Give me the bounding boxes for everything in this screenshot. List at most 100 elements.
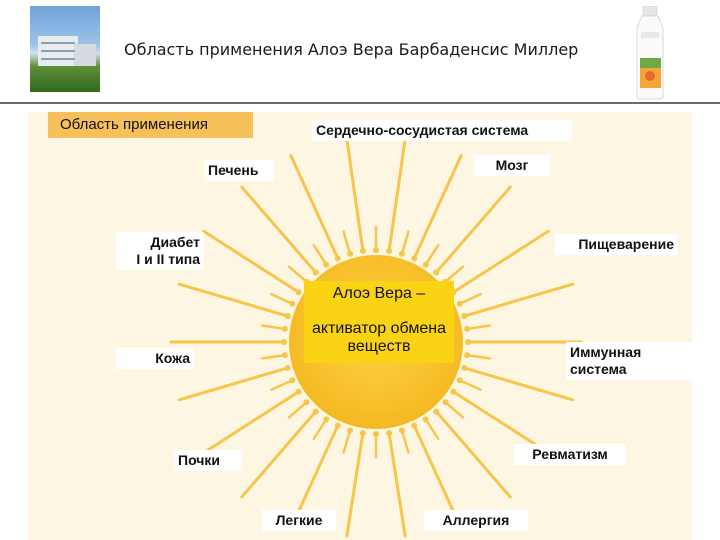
sun-ray-dot (334, 255, 341, 262)
window-row (41, 50, 75, 52)
page-title: Область применения Алоэ Вера Барбаденсис… (124, 40, 579, 59)
sun-ray-dot (464, 325, 471, 332)
sun-ray (424, 244, 440, 266)
sun-ray (270, 292, 294, 306)
sun-ray-dot (334, 422, 341, 429)
header: Область применения Алоэ Вера Барбаденсис… (0, 0, 720, 104)
sun-ray-dot (289, 377, 296, 384)
sun-ray-dot (347, 250, 354, 257)
sun-ray-dot (281, 325, 288, 332)
label-brain: Мозг (474, 155, 550, 176)
sun-ray (202, 229, 301, 294)
sun-ray-dot (284, 313, 291, 320)
sun-ray-dot (464, 352, 471, 359)
sun-ray-dot (386, 430, 393, 437)
building-photo (30, 6, 100, 92)
sun-ray (287, 265, 308, 284)
label-rheumatism: Ревматизм (514, 444, 626, 465)
sun-ray (400, 429, 410, 454)
sun-ray (387, 431, 407, 538)
sun-ray-dot (433, 408, 440, 415)
label-immune-system: Иммунная система (566, 342, 692, 380)
sun-ray (434, 185, 512, 274)
sun-ray (462, 282, 575, 318)
sun-ray-dot (461, 364, 468, 371)
sun-ray-dot (456, 377, 463, 384)
sun-ray (312, 418, 328, 440)
sun-ray (345, 137, 365, 253)
label-lungs: Легкие (262, 510, 336, 531)
sun-ray-dot (289, 300, 296, 307)
sun-ray-dot (422, 261, 429, 268)
sun-ray (312, 244, 328, 266)
label-diabetes: Диабет I и II типа (116, 232, 204, 270)
sun-ray (451, 390, 550, 455)
sun-ray (270, 378, 294, 392)
window-row (41, 42, 75, 44)
sun-ray (345, 431, 365, 538)
sun-ray-dot (295, 388, 302, 395)
sun-ray-dot (386, 247, 393, 254)
sun-ray-dot (359, 247, 366, 254)
sun-ray (289, 154, 340, 260)
center-title: Алоэ Вера – (332, 285, 426, 302)
sun-ray-dot (411, 255, 418, 262)
sun-ray (202, 390, 301, 455)
sun-ray-dot (323, 416, 330, 423)
label-digestion: Пищеварение (555, 234, 678, 255)
building-shape (74, 44, 96, 66)
sun-ray (465, 324, 492, 331)
sun-ray-dot (465, 339, 471, 345)
sun-ray (462, 366, 575, 402)
sun-ray (444, 400, 465, 419)
label-skin: Кожа (116, 348, 194, 369)
header-divider (0, 102, 720, 104)
center-label-box (304, 281, 454, 363)
sun-ray (240, 410, 318, 499)
sun-ray (458, 292, 482, 306)
sun-ray-dot (281, 339, 287, 345)
sun-ray-dot (461, 313, 468, 320)
sun-ray-dot (284, 364, 291, 371)
sun-ray-dot (312, 408, 319, 415)
sun-ray-dot (398, 427, 405, 434)
sun-ray (451, 229, 550, 294)
sun-ray (465, 353, 492, 360)
sun-ray (287, 400, 308, 419)
sun-ray (342, 230, 352, 255)
sun-ray-dot (433, 269, 440, 276)
sun-ray-dot (295, 289, 302, 296)
sun-ray (342, 429, 352, 454)
sun-ray-dot (422, 416, 429, 423)
section-tag: Область применения (48, 112, 253, 138)
sun-ray-dot (312, 269, 319, 276)
sun-ray (444, 265, 465, 284)
sun-ray (424, 418, 440, 440)
center-subtitle: активатор обмена веществ (312, 320, 446, 355)
sun-ray-dot (456, 300, 463, 307)
sun-ray-dot (359, 430, 366, 437)
sun-ray (177, 282, 290, 318)
sun-ray-dot (323, 261, 330, 268)
sun-ray (177, 366, 290, 402)
sun-ray-dot (398, 250, 405, 257)
bottle-image (636, 6, 664, 100)
sun-ray (400, 230, 410, 255)
label-liver: Печень (204, 160, 274, 181)
sun-ray (260, 353, 287, 360)
sun-ray (458, 378, 482, 392)
label-allergy: Аллергия (424, 510, 528, 531)
sun-ray (412, 154, 463, 260)
sun-ray (387, 137, 407, 253)
sun-ray-dot (303, 399, 310, 406)
window-row (41, 58, 75, 60)
sun-ray-dot (442, 399, 449, 406)
sun-ray-dot (281, 352, 288, 359)
sun-ray-dot (373, 431, 379, 437)
sun-ray-dot (411, 422, 418, 429)
sun-ray (260, 324, 287, 331)
label-kidneys: Почки (174, 450, 242, 471)
sun-ray-dot (450, 388, 457, 395)
sun-ray-dot (347, 427, 354, 434)
sun-ray (434, 410, 512, 499)
